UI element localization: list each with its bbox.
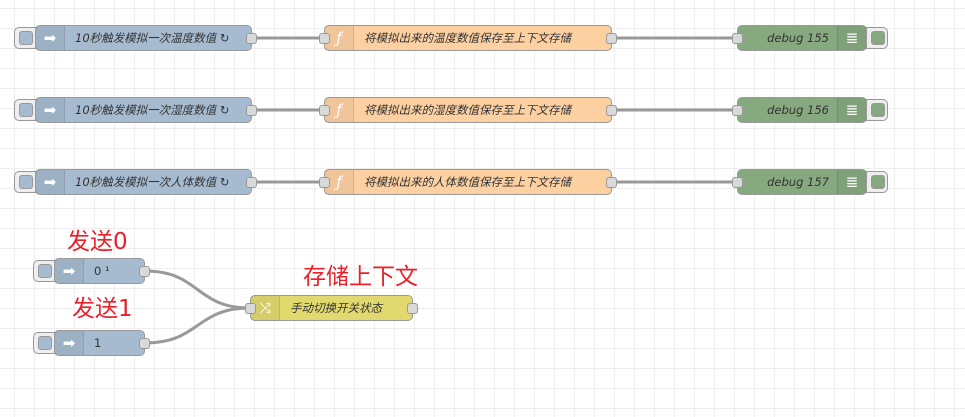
debug-node-156[interactable]: debug 156 ≣ [732, 97, 867, 123]
node-label: 10秒触发模拟一次温度数值 ↻ [75, 31, 230, 45]
input-port[interactable] [732, 105, 743, 116]
node-label: 10秒触发模拟一次湿度数值 ↻ [75, 103, 230, 117]
list-icon: ≣ [837, 170, 866, 194]
output-port[interactable] [246, 177, 257, 188]
function-node-temperature[interactable]: ƒ 将模拟出来的温度数值保存至上下文存储 [319, 25, 617, 51]
node-label: 将模拟出来的温度数值保存至上下文存储 [364, 31, 571, 45]
node-label: 将模拟出来的人体数值保存至上下文存储 [364, 175, 571, 189]
output-port[interactable] [139, 266, 150, 277]
inject-trigger-button[interactable] [14, 27, 36, 49]
input-port[interactable] [319, 105, 330, 116]
input-port[interactable] [732, 177, 743, 188]
inject-trigger-button[interactable] [14, 99, 36, 121]
output-port[interactable] [246, 33, 257, 44]
inject-node-0[interactable]: ➡ 0 ¹ [54, 258, 150, 284]
debug-node-155[interactable]: debug 155 ≣ [732, 25, 867, 51]
arrow-right-icon: ➡ [36, 170, 65, 194]
debug-toggle-button[interactable] [866, 27, 888, 49]
output-port[interactable] [606, 105, 617, 116]
inject-node-temperature[interactable]: ➡ 10秒触发模拟一次温度数值 ↻ [35, 25, 257, 51]
debug-toggle-button[interactable] [866, 99, 888, 121]
output-port[interactable] [606, 33, 617, 44]
debug-node-157[interactable]: debug 157 ≣ [732, 169, 867, 195]
output-port[interactable] [606, 177, 617, 188]
inject-node-1[interactable]: ➡ 1 [54, 330, 150, 356]
inject-trigger-button[interactable] [33, 260, 55, 282]
annotation-store-context: 存储上下文 [303, 264, 418, 290]
wire [144, 269, 251, 310]
annotation-send1: 发送1 [72, 296, 133, 322]
inject-node-humidity[interactable]: ➡ 10秒触发模拟一次湿度数值 ↻ [35, 97, 257, 123]
arrow-right-icon: ➡ [36, 98, 65, 122]
output-port[interactable] [246, 105, 257, 116]
node-label: 将模拟出来的湿度数值保存至上下文存储 [364, 103, 571, 117]
node-label: 10秒触发模拟一次人体数值 ↻ [75, 175, 230, 189]
inject-trigger-button[interactable] [33, 332, 55, 354]
function-node-body[interactable]: ƒ 将模拟出来的人体数值保存至上下文存储 [319, 169, 617, 195]
debug-toggle-button[interactable] [866, 171, 888, 193]
inject-node-body[interactable]: ➡ 10秒触发模拟一次人体数值 ↻ [35, 169, 257, 195]
input-port[interactable] [245, 303, 256, 314]
output-port[interactable] [407, 303, 418, 314]
input-port[interactable] [319, 33, 330, 44]
wire [144, 306, 251, 345]
arrow-right-icon: ➡ [36, 26, 65, 50]
input-port[interactable] [732, 33, 743, 44]
output-port[interactable] [139, 338, 150, 349]
inject-trigger-button[interactable] [14, 171, 36, 193]
list-icon: ≣ [837, 26, 866, 50]
change-node-toggle-switch[interactable]: ⤨ 手动切换开关状态 [245, 295, 418, 321]
node-label: 1 [94, 336, 102, 350]
list-icon: ≣ [837, 98, 866, 122]
input-port[interactable] [319, 177, 330, 188]
annotation-send0: 发送0 [67, 229, 128, 255]
arrow-right-icon: ➡ [55, 259, 84, 283]
node-label: 0 ¹ [94, 264, 110, 278]
arrow-right-icon: ➡ [55, 331, 84, 355]
node-label: debug 157 [767, 175, 829, 189]
node-label: debug 156 [767, 103, 829, 117]
node-label: 手动切换开关状态 [290, 301, 382, 315]
function-node-humidity[interactable]: ƒ 将模拟出来的湿度数值保存至上下文存储 [319, 97, 617, 123]
node-label: debug 155 [767, 31, 829, 45]
